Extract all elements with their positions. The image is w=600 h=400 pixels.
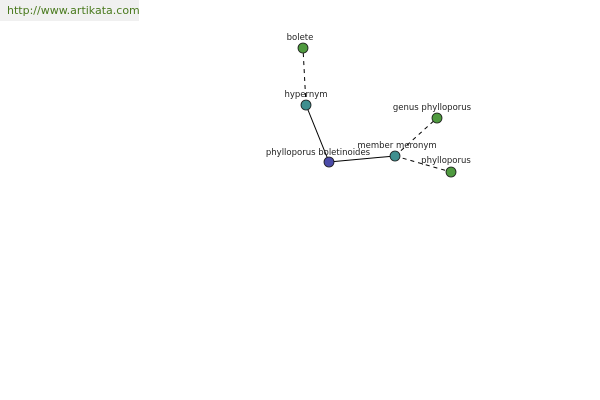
node-genus-phylloporus[interactable]: genus phylloporus [393,103,472,124]
node-bolete[interactable]: bolete [287,33,314,54]
node-label-hypernym: hypernym [284,90,327,100]
node-circle-genus-phylloporus[interactable] [431,112,443,124]
node-member-meronym[interactable]: member meronym [357,141,437,162]
node-label-genus-phylloporus: genus phylloporus [393,103,472,113]
node-label-member-meronym: member meronym [357,141,436,151]
node-label-phylloporus: phylloporus [421,156,471,166]
node-label-phylloporus-boletinoides: phylloporus boletinoides [266,148,371,158]
node-circle-hypernym[interactable] [300,99,312,111]
node-circle-bolete[interactable] [297,42,309,54]
node-phylloporus[interactable]: phylloporus [421,156,471,178]
nodes-layer: phylloporus boletinoides hypernym bolete me… [266,33,472,178]
node-circle-member-meronym[interactable] [389,150,401,162]
node-phylloporus-boletinoides[interactable]: phylloporus boletinoides [266,148,371,168]
edge-member-meronym-to-phylloporus [394,155,452,173]
edges-layer [302,47,452,173]
edge-hypernym-to-bolete [302,47,307,106]
node-circle-phylloporus[interactable] [445,166,457,178]
edge-phylloporus-boletinoides-to-hypernym [305,104,330,163]
node-circle-phylloporus-boletinoides[interactable] [323,156,335,168]
edge-member-meronym-to-genus-phylloporus [394,117,438,157]
edge-phylloporus-boletinoides-to-member-meronym [328,155,396,163]
node-hypernym[interactable]: hypernym [284,90,328,111]
node-label-bolete: bolete [287,33,314,43]
site-url-watermark[interactable]: http://www.artikata.com [0,0,140,21]
